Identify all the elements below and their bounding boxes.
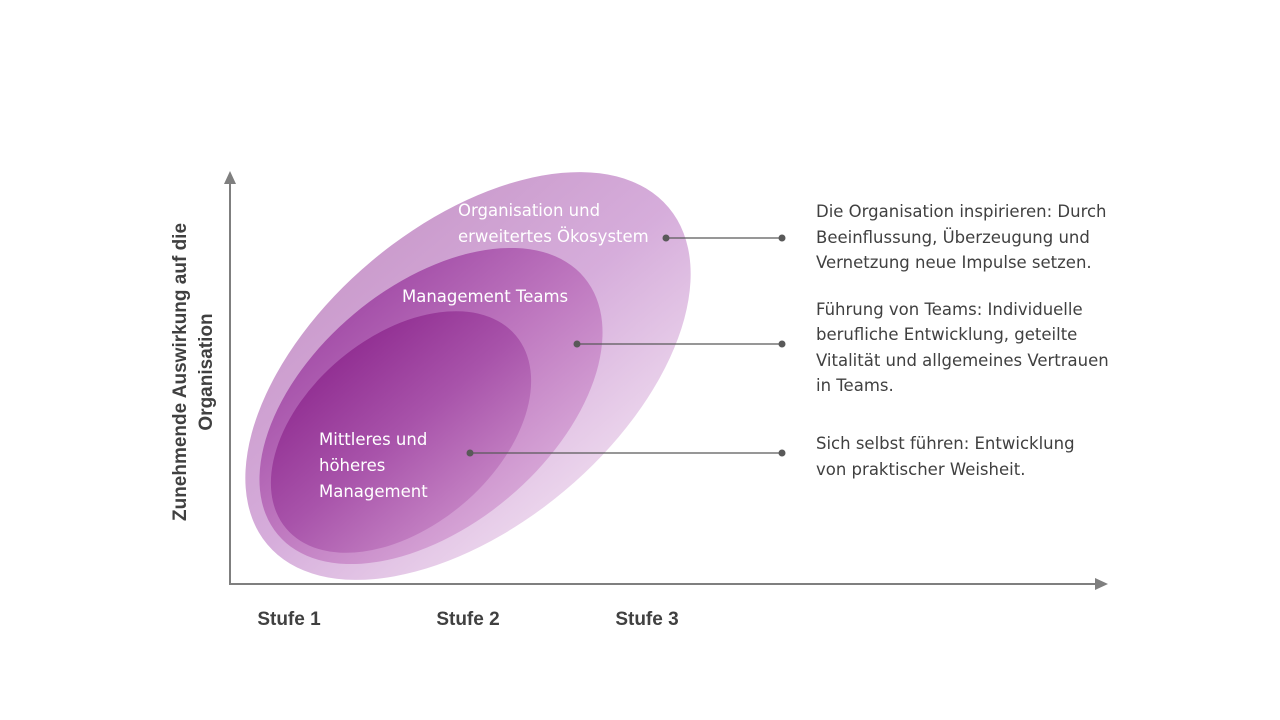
y-axis-label: Zunehmende Auswirkung auf die Organisati… (170, 223, 217, 521)
y-axis (224, 171, 236, 585)
label-mittleres-management: Mittleres und höheres Management (319, 430, 433, 501)
x-tick-stufe-2: Stufe 2 (436, 609, 499, 630)
y-axis-arrow-icon (224, 171, 236, 184)
x-axis (229, 578, 1108, 590)
x-tick-stufe-3: Stufe 3 (615, 609, 678, 630)
x-axis-arrow-icon (1095, 578, 1108, 590)
y-axis-label-line-2: Organisation (196, 313, 217, 430)
label-organisation: Organisation und erweitertes Ökosystem (458, 201, 649, 246)
y-axis-label-line-1: Zunehmende Auswirkung auf die (170, 223, 191, 521)
connector-1 (662, 234, 786, 242)
connector-3 (466, 449, 786, 457)
label-management-teams: Management Teams (402, 287, 568, 306)
x-tick-stufe-1: Stufe 1 (257, 609, 321, 630)
ellipse-mittleres-management (270, 311, 532, 553)
description-organisation: Die Organisation inspirieren: Durch Beei… (816, 202, 1112, 272)
connector-2 (573, 340, 786, 348)
description-mittleres-management: Sich selbst führen: Entwicklung von prak… (816, 434, 1080, 479)
description-management-teams: Führung von Teams: Individuelle beruflic… (816, 300, 1114, 395)
